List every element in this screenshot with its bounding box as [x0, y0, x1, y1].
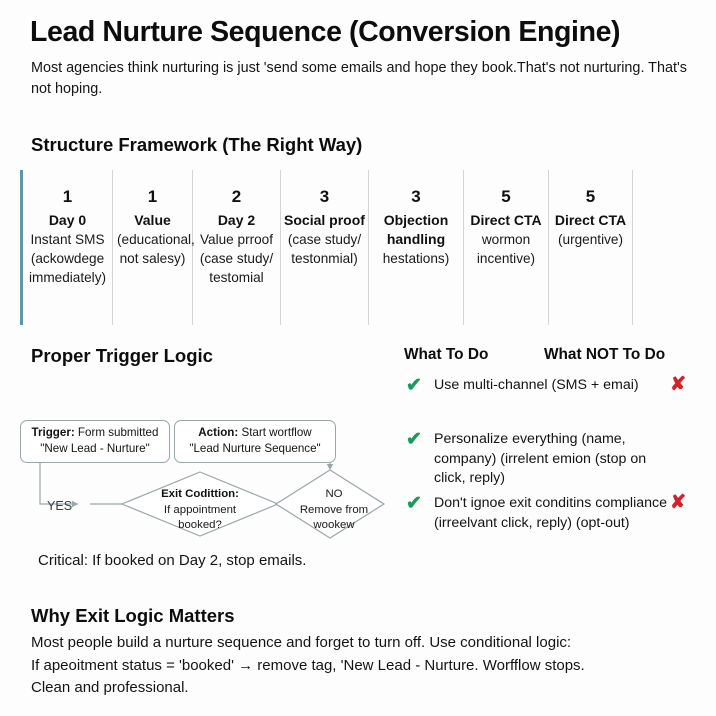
framework-column-label-2: handling: [386, 231, 446, 247]
flowchart-yes-label: YES: [47, 499, 73, 513]
do-list-item-text: Personalize everything (name, company) (…: [434, 431, 647, 486]
framework-column: 1 Day 0 Instant SMS (ackowdege immediate…: [23, 170, 113, 325]
what-not-to-do-heading: What NOT To Do: [544, 346, 666, 363]
cross-icon: ✘: [670, 374, 686, 395]
framework-column-desc-line: Value prroof: [199, 232, 274, 247]
exit-condition-strong: Exit Codittion:: [161, 488, 239, 500]
framework-column-desc-line: Instant SMS: [30, 232, 105, 247]
trigger-box-line1: Trigger: Form submitted: [26, 425, 164, 441]
flowchart-exit-condition-text: Exit Codittion: If appointment booked?: [124, 487, 276, 534]
do-list-item-text: Don't ignoe exit conditins compliance (i…: [434, 495, 667, 531]
framework-column: 5 Direct CTA wormon incentive): [464, 170, 549, 325]
framework-column-number: 5: [585, 187, 596, 206]
framework-column-number: 3: [411, 187, 421, 206]
framework-column-desc-line: testomial: [209, 270, 264, 285]
framework-column-desc-line: (educational,: [117, 232, 195, 247]
flowchart-action-box[interactable]: Action: Start wortflow "Lead Nurture Seq…: [174, 420, 336, 463]
structure-framework-heading: Structure Framework (The Right Way): [31, 134, 363, 155]
framework-column-label: Direct CTA: [554, 212, 627, 228]
why-body-line: Clean and professional.: [31, 679, 189, 696]
flowchart-no-branch-text: NO Remove from wookew: [284, 487, 384, 534]
framework-column: 3 Social proof (case study/ testonmial): [281, 170, 369, 325]
cross-icon: ✘: [670, 492, 686, 513]
trigger-box-strong: Trigger:: [31, 426, 75, 439]
no-branch-line1: NO: [325, 488, 343, 500]
action-box-rest: Start wortflow: [238, 426, 312, 439]
framework-column-number: 1: [147, 187, 158, 206]
trigger-box-line2: "New Lead - Nurture": [40, 442, 150, 455]
framework-column-desc-line: (case study/: [199, 251, 274, 266]
framework-column-label: Day 0: [48, 212, 87, 228]
framework-column-desc-line: (case study/: [287, 232, 362, 247]
framework-column-desc-line: (urgentive): [558, 232, 623, 247]
flowchart-connectors: [39, 456, 386, 539]
framework-column-desc-line: (ackowdege: [30, 251, 105, 266]
framework-column-number: 3: [319, 187, 330, 206]
framework-column: 5 Direct CTA (urgentive): [549, 170, 633, 325]
exit-condition-line3: booked?: [178, 519, 222, 531]
structure-framework-strip: 1 Day 0 Instant SMS (ackowdege immediate…: [20, 170, 636, 325]
action-box-line1: Action: Start wortflow: [180, 425, 330, 441]
framework-column-label: Social proof: [284, 212, 365, 228]
no-branch-line2: Remove from: [299, 503, 369, 516]
what-to-do-heading: What To Do: [404, 346, 489, 363]
do-and-dont-panel: What To Do What NOT To Do ✔ Use multi-ch…: [404, 346, 704, 566]
framework-column-desc-line: immediately): [28, 270, 107, 285]
flowchart-trigger-box[interactable]: Trigger: Form submitted "New Lead - Nurt…: [20, 420, 170, 463]
action-box-line2: "Lead Nurture Sequence": [189, 442, 321, 455]
page-subtitle: Most agencies think nurturing is just 's…: [31, 60, 687, 97]
trigger-flowchart: Trigger: Form submitted "New Lead - Nurt…: [0, 400, 390, 585]
framework-column: 3 Objection handling hestations): [369, 170, 464, 325]
why-exit-logic-heading: Why Exit Logic Matters: [31, 605, 235, 626]
framework-column-label: Objection: [383, 212, 449, 228]
framework-column-label: Value: [134, 212, 171, 228]
trigger-logic-heading: Proper Trigger Logic: [31, 345, 213, 366]
framework-column-desc-line: testonmial): [291, 251, 358, 266]
flowchart-critical-note: Critical: If booked on Day 2, stop email…: [38, 552, 307, 569]
framework-column-desc-line: hestations): [382, 251, 450, 266]
page-title: Lead Nurture Sequence (Conversion Engine…: [30, 16, 621, 48]
no-branch-line3: wookew: [313, 519, 355, 531]
why-body-line: Most people build a nurture sequence and…: [31, 634, 572, 651]
framework-column-label: Day 2: [217, 212, 256, 228]
check-icon: ✔: [406, 375, 422, 396]
framework-column-desc-line: not salesy): [119, 251, 186, 266]
why-exit-logic-body: Most people build a nurture sequence and…: [31, 632, 691, 700]
framework-column-desc-line: wormon: [481, 232, 531, 247]
do-list-item-text: Use multi-channel (SMS + emai): [434, 377, 639, 393]
framework-column-desc-line: incentive): [476, 251, 536, 266]
framework-column-number: 1: [62, 187, 73, 206]
exit-condition-line2: If appointment: [163, 503, 237, 516]
framework-column-number: 2: [231, 187, 242, 206]
check-icon: ✔: [406, 429, 422, 450]
action-box-strong: Action:: [198, 426, 239, 439]
framework-column: 1 Value (educational, not salesy): [113, 170, 195, 325]
framework-column-label: Direct CTA: [470, 212, 542, 228]
check-icon: ✔: [406, 493, 422, 514]
why-body-line: If apeoitment status = 'booked' → remove…: [31, 656, 585, 674]
framework-column-number: 5: [501, 187, 511, 206]
trigger-box-rest: Form submitted: [74, 426, 159, 439]
framework-column: 2 Day 2 Value prroof (case study/ testom…: [193, 170, 281, 325]
